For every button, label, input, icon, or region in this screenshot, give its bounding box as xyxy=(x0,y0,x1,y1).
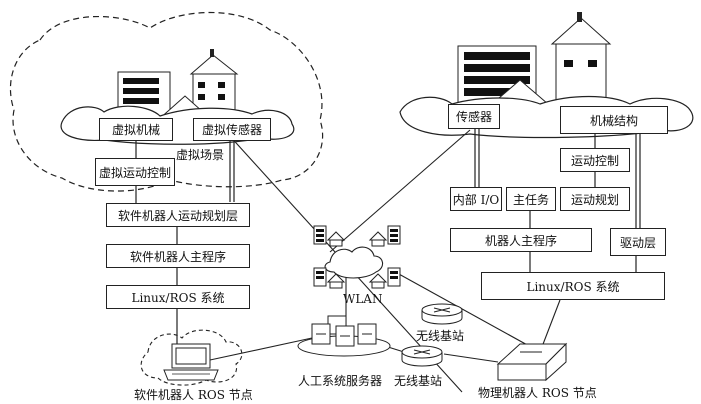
physical-internal-io-box: 内部 I/O xyxy=(450,187,502,211)
physical-robot-node-icon xyxy=(496,342,568,382)
physical-main-task-box: 主任务 xyxy=(506,187,556,211)
wlan-node-bottom-right xyxy=(368,267,401,289)
wlan-node-top-left xyxy=(313,225,346,247)
base-station-1-icon xyxy=(421,303,463,325)
virtual-motion-control-box: 虚拟运动控制 xyxy=(95,158,175,186)
software-os-box: Linux/ROS 系统 xyxy=(106,285,250,309)
server-cluster-icon xyxy=(297,315,391,357)
physical-main-program-box: 机器人主程序 xyxy=(450,228,592,252)
physical-driver-layer-box: 驱动层 xyxy=(610,228,666,256)
virtual-sensor-box: 虚拟传感器 xyxy=(193,118,271,141)
software-node-cloud xyxy=(140,329,243,386)
virtual-scene-label: 虚拟场景 xyxy=(176,148,225,162)
physical-motion-control-box: 运动控制 xyxy=(560,148,630,172)
wlan-label: WLAN xyxy=(343,292,383,306)
wlan-node-top-right xyxy=(368,225,401,247)
software-node-label: 软件机器人 ROS 节点 xyxy=(134,388,253,402)
software-main-program-box: 软件机器人主程序 xyxy=(106,244,250,268)
base-station-2-icon xyxy=(401,345,443,367)
physical-mech-structure-box: 机械结构 xyxy=(560,106,668,134)
physical-node-label: 物理机器人 ROS 节点 xyxy=(478,386,597,400)
virtual-machine-box: 虚拟机械 xyxy=(99,118,173,141)
wlan-node-bottom-left xyxy=(313,267,346,289)
physical-os-box: Linux/ROS 系统 xyxy=(481,272,665,300)
laptop-icon xyxy=(163,343,219,381)
right-house xyxy=(550,12,612,109)
physical-sensor-box: 传感器 xyxy=(448,104,500,129)
physical-motion-planning-box: 运动规划 xyxy=(560,187,630,211)
base-station-2-label: 无线基站 xyxy=(394,374,443,388)
base-station-1-label: 无线基站 xyxy=(416,329,465,343)
virtual-scene-cloud xyxy=(9,11,324,192)
server-label: 人工系统服务器 xyxy=(298,374,383,388)
software-planning-layer-box: 软件机器人运动规划层 xyxy=(106,203,250,227)
wlan-cloud xyxy=(324,246,384,279)
